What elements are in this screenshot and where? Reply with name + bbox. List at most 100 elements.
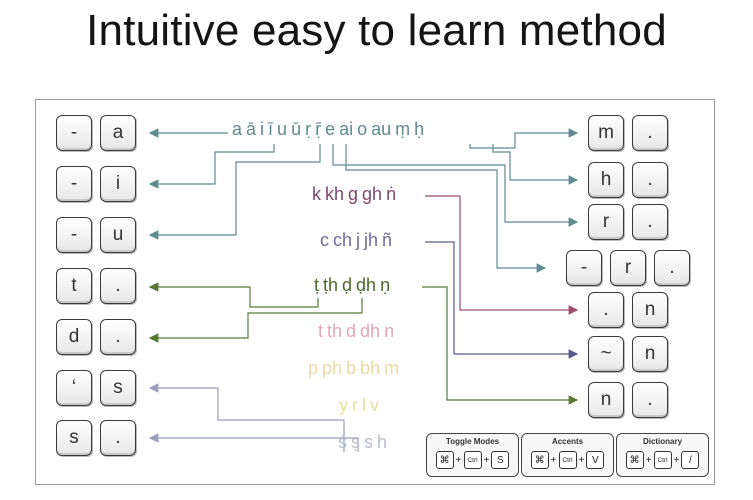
panel-label: Toggle Modes (445, 437, 500, 446)
v-key[interactable]: V (586, 451, 605, 469)
char-token: c (320, 230, 329, 250)
key[interactable]: - (566, 250, 602, 286)
char-token: bh (360, 358, 381, 378)
key[interactable]: s (56, 420, 92, 456)
char-token: ṛ (305, 119, 312, 139)
char-token: k (312, 184, 321, 204)
key[interactable]: s (100, 370, 136, 406)
toggle-modes-panel: Toggle Modes ⌘+ Ctrl+ S (426, 433, 519, 477)
char-token: i (260, 119, 265, 139)
key[interactable]: . (654, 250, 690, 286)
shortcut-combo: ⌘+ Ctrl+ V (522, 451, 613, 469)
key[interactable]: n (632, 292, 668, 328)
ctrl-key[interactable]: Ctrl (463, 451, 482, 469)
char-token: h (377, 432, 388, 452)
link-m (469, 128, 579, 149)
char-token: kh (325, 184, 345, 204)
char-token: e (325, 119, 336, 139)
char-token: u (277, 119, 288, 139)
key[interactable]: ~ (588, 336, 624, 372)
ctrl-key[interactable]: Ctrl (653, 451, 672, 469)
char-token: ṝ (315, 119, 322, 139)
char-token: ṣ (351, 432, 360, 452)
char-token: t (318, 321, 324, 341)
ctrl-key[interactable]: Ctrl (558, 451, 577, 469)
key[interactable]: n (632, 336, 668, 372)
slash-key[interactable]: / (681, 451, 700, 469)
char-token: s (364, 432, 373, 452)
key[interactable]: . (100, 268, 136, 304)
command-key-icon[interactable]: ⌘ (625, 451, 644, 469)
key[interactable]: a (100, 115, 136, 151)
key[interactable]: . (588, 292, 624, 328)
key[interactable]: ‘ (56, 370, 92, 406)
key[interactable]: . (632, 382, 668, 418)
key[interactable]: d (56, 319, 92, 355)
char-token: ḥ (414, 119, 425, 139)
char-token: dh (360, 321, 381, 341)
link-retroflex-d (148, 298, 363, 343)
char-token: b (346, 358, 357, 378)
char-token: ñ (382, 230, 393, 250)
char-token: y (339, 395, 348, 415)
key[interactable]: . (100, 420, 136, 456)
key[interactable]: . (100, 319, 136, 355)
s-key[interactable]: S (491, 451, 510, 469)
key[interactable]: - (56, 115, 92, 151)
char-token: ṇ (380, 275, 391, 295)
key[interactable]: n (588, 382, 624, 418)
key[interactable]: t (56, 268, 92, 304)
key[interactable]: . (632, 115, 668, 151)
link-palatal (425, 241, 579, 359)
char-token: d (346, 321, 357, 341)
key[interactable]: m (588, 115, 624, 151)
char-token: au (371, 119, 392, 139)
char-token: ī (268, 119, 274, 139)
key[interactable]: . (632, 204, 668, 240)
char-token: ṭh (323, 275, 339, 295)
key[interactable]: r (588, 204, 624, 240)
link-retroflex-n (422, 286, 579, 405)
char-token: ā (246, 119, 257, 139)
key[interactable]: - (56, 217, 92, 253)
char-token: a (232, 119, 243, 139)
link-h (492, 144, 579, 185)
key[interactable]: - (56, 166, 92, 202)
char-token: ṭ (314, 275, 320, 295)
char-token: g (348, 184, 359, 204)
char-token: jh (364, 230, 379, 250)
char-token: ḍh (356, 275, 377, 295)
char-token: n (384, 321, 395, 341)
char-token: j (356, 230, 361, 250)
key[interactable]: h (588, 162, 624, 198)
char-token: ū (291, 119, 302, 139)
panel-label: Accents (551, 437, 584, 446)
command-key-icon[interactable]: ⌘ (530, 451, 549, 469)
panel-label: Dictionary (642, 437, 683, 446)
command-key-icon[interactable]: ⌘ (435, 451, 454, 469)
key[interactable]: u (100, 217, 136, 253)
key[interactable]: . (632, 162, 668, 198)
page-title: Intuitive easy to learn method (86, 6, 667, 55)
link-u (148, 144, 321, 240)
key[interactable]: i (100, 166, 136, 202)
link-velar (425, 195, 579, 315)
link-retroflex-t (148, 282, 319, 308)
dictionary-panel: Dictionary ⌘+ Ctrl+ / (616, 433, 709, 477)
shortcut-combo: ⌘+ Ctrl+ / (617, 451, 708, 469)
char-token: l (362, 395, 366, 415)
char-token: ph (322, 358, 343, 378)
char-token: m (384, 358, 400, 378)
shortcut-combo: ⌘+ Ctrl+ S (427, 451, 518, 469)
key[interactable]: r (610, 250, 646, 286)
char-token: r (352, 395, 358, 415)
accents-panel: Accents ⌘+ Ctrl+ V (521, 433, 614, 477)
link-sib-retro (148, 433, 359, 452)
char-token: ch (333, 230, 353, 250)
